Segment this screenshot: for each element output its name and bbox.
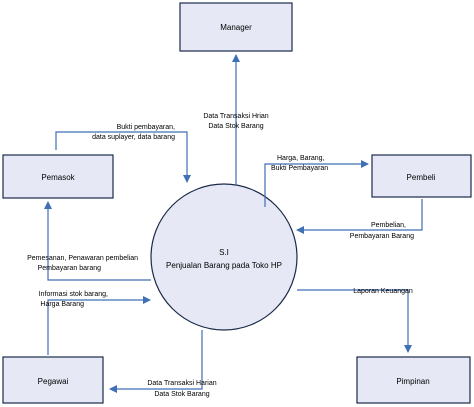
process-circle: S.I Penjualan Barang pada Toko HP: [150, 183, 298, 331]
entity-pegawai: Pegawai: [2, 356, 104, 404]
flow-label-from-pembeli-2: Bukti Pembayaran: [271, 165, 328, 172]
entity-pegawai-label: Pegawai: [38, 377, 69, 386]
entity-pembeli: Pembeli: [371, 154, 472, 198]
flow-label-from-pemasok-2: Pembayaran barang: [38, 265, 102, 272]
flow-label-to-manager-2: Data Stok Barang: [208, 123, 263, 130]
flow-label-to-pemasok-2: data suplayer, data barang: [92, 134, 175, 141]
flow-label-to-pembeli-1: Pembelian,: [371, 222, 406, 229]
flow-label-to-pemasok-1: Bukti pembayaran,: [117, 124, 175, 131]
flow-arrow-to-pembeli: [296, 199, 423, 234]
flow-label-from-pegawai-2: Harga Barang: [40, 301, 84, 308]
flow-arrow-from-pemasok: [44, 201, 151, 281]
entity-pembeli-label: Pembeli: [407, 173, 436, 182]
entity-pimpinan-label: Pimpinan: [396, 377, 429, 386]
process-title: S.I: [219, 248, 229, 257]
entity-manager-label: Manager: [220, 23, 252, 32]
flow-arrow-to-pegawai: [109, 330, 203, 393]
flow-label-to-manager-1: Data Transaksi Hrian: [203, 113, 268, 120]
flow-arrow-to-pimpinan: [297, 289, 412, 353]
entity-pemasok: Pemasok: [2, 154, 114, 199]
flow-label-to-pimpinan: Laporan Keuangan: [353, 288, 413, 295]
flow-label-to-pegawai-2: Data Stok Barang: [154, 391, 209, 398]
flow-label-to-pegawai-1: Data Transaksi Harian: [147, 380, 216, 387]
entity-manager: Manager: [179, 2, 293, 52]
entity-pimpinan: Pimpinan: [356, 356, 471, 404]
flow-arrow-from-pegawai: [47, 296, 151, 355]
flow-arrow-to-pemasok-return: [55, 131, 191, 183]
flow-label-from-pegawai-1: Informasi stok barang,: [39, 291, 108, 298]
entity-pemasok-label: Pemasok: [41, 173, 75, 182]
flow-label-from-pembeli-1: Harga, Barang,: [277, 155, 325, 162]
flow-arrow-from-pembeli: [264, 160, 369, 207]
flow-label-to-pembeli-2: Pembayaran Barang: [350, 233, 414, 240]
process-subtitle: Penjualan Barang pada Toko HP: [166, 261, 282, 270]
flow-label-from-pemasok-1: Pemesanan, Penawaran pembelian: [27, 255, 138, 262]
